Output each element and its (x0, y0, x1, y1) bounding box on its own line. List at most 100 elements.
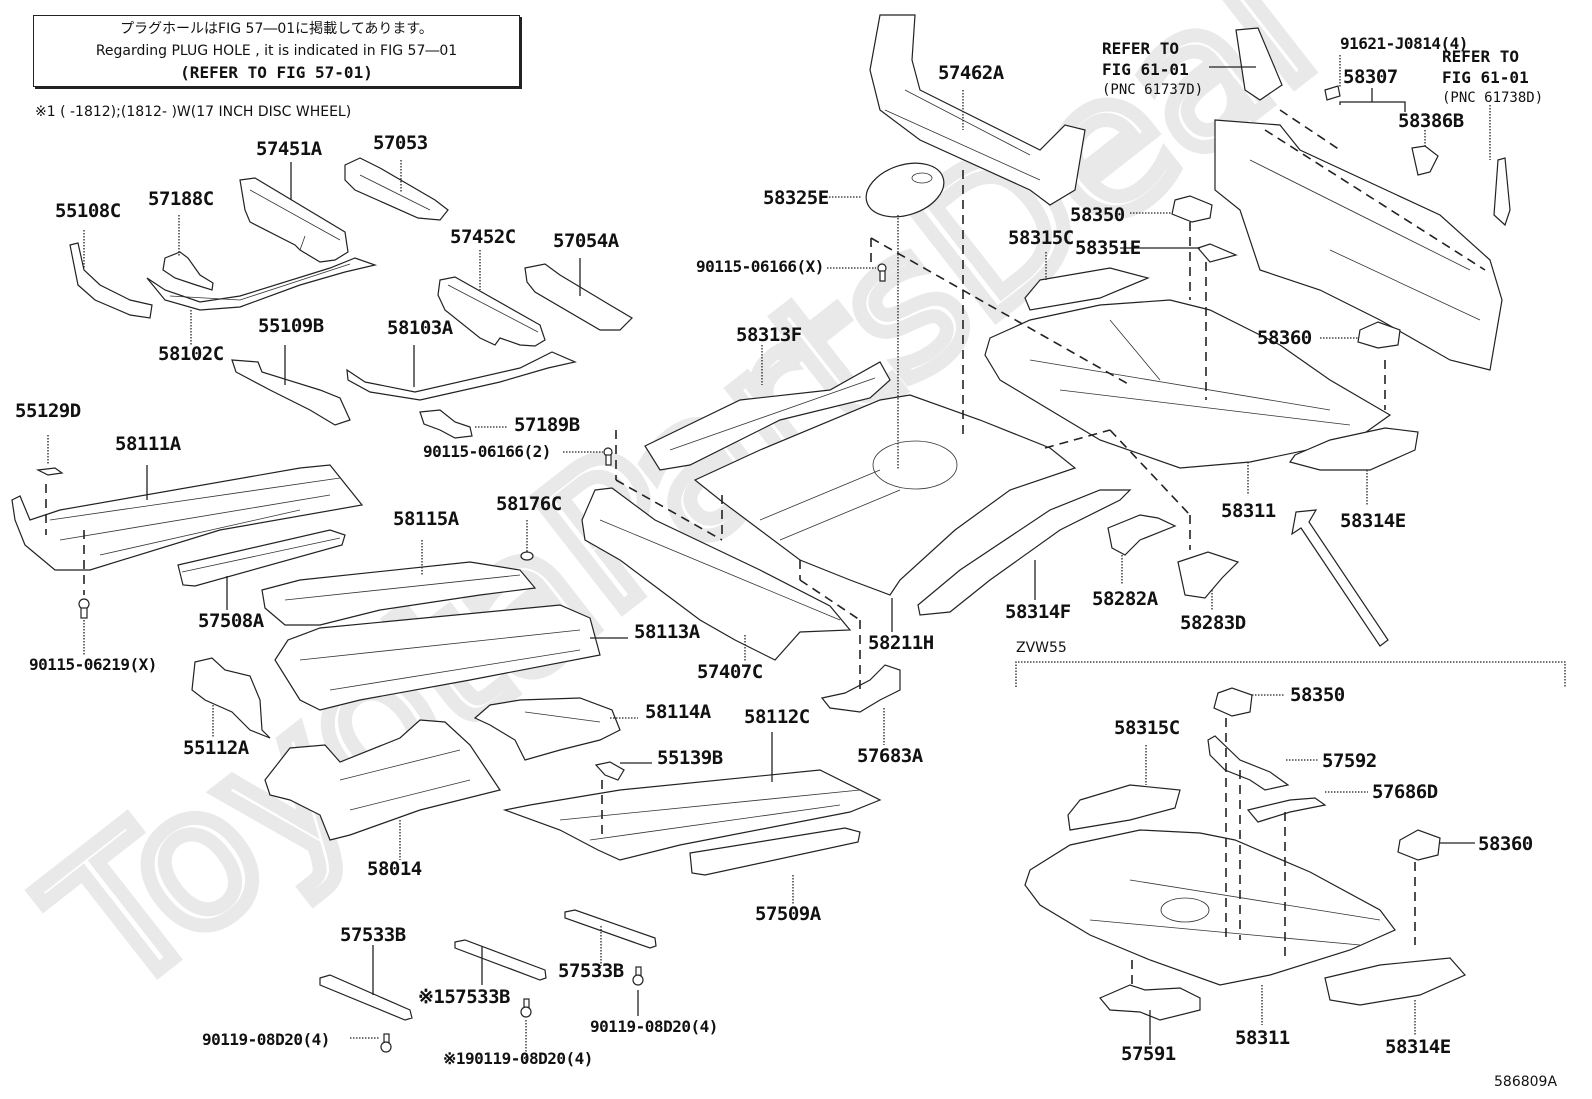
pnc-label[interactable]: 57188C (148, 188, 214, 210)
part-58315C-shape[interactable] (1024, 267, 1150, 311)
part-58325E-shape[interactable] (859, 154, 951, 226)
pnc-label[interactable]: 58282A (1092, 588, 1158, 610)
part-58307-shape[interactable] (1214, 119, 1503, 371)
pnc-label[interactable]: 58311 (1221, 500, 1276, 522)
zvw55-part-57686D-shape[interactable] (1246, 797, 1327, 823)
refer-note-left[interactable]: REFER TO FIG 61-01 (PNC 61737D) (1102, 38, 1203, 101)
pnc-label[interactable]: 57533B (558, 960, 624, 982)
part-58311-shape[interactable] (984, 299, 1392, 469)
pnc-label[interactable]: ※190119-08D20(4) (443, 1049, 593, 1068)
pnc-label[interactable]: 58314F (1005, 601, 1071, 623)
pnc-label[interactable]: 58111A (115, 433, 181, 455)
pnc-label[interactable]: 58112C (744, 706, 810, 728)
part-57462A-shape[interactable] (869, 14, 1086, 206)
part-57533B-strip-left[interactable] (319, 974, 413, 1021)
part-55108C-shape[interactable] (69, 242, 153, 319)
part-57189B-shape[interactable] (419, 409, 473, 439)
pnc-label[interactable]: 57683A (857, 745, 923, 767)
pnc-label[interactable]: 55112A (183, 737, 249, 759)
part-57509A-shape[interactable] (689, 827, 861, 876)
pnc-label[interactable]: 55109B (258, 315, 324, 337)
pnc-label[interactable]: 58350 (1070, 204, 1125, 226)
zvw55-part-58360-shape[interactable] (1397, 829, 1441, 861)
pnc-label[interactable]: 58114A (645, 701, 711, 723)
part-55112A-shape[interactable] (191, 657, 271, 739)
pnc-label[interactable]: 58103A (387, 317, 453, 339)
pnc-label[interactable]: 57508A (198, 610, 264, 632)
part-58176C-shape[interactable] (520, 551, 534, 561)
bolt-90115-06166-2[interactable] (603, 447, 613, 466)
bolt-90119-right[interactable] (632, 966, 644, 986)
part-57407C-shape[interactable] (581, 487, 852, 661)
zvw55-part-58350-shape[interactable] (1213, 687, 1253, 717)
pnc-label[interactable]: 55139B (657, 747, 723, 769)
pnc-label[interactable]: 58315C (1008, 227, 1074, 249)
part-58112C-shape[interactable] (502, 769, 882, 861)
part-58115A-shape[interactable] (261, 561, 537, 626)
pnc-label[interactable]: 90115-06166(2) (423, 442, 551, 461)
part-55129D-shape[interactable] (35, 467, 64, 476)
part-58351E-shape[interactable] (1196, 243, 1238, 263)
part-57533B-strip-right[interactable] (564, 909, 657, 949)
pnc-label[interactable]: 91621-J0814(4) (1340, 34, 1468, 53)
part-57533B-strip-middle[interactable] (454, 939, 547, 981)
part-58350-shape[interactable] (1171, 195, 1213, 223)
pnc-label[interactable]: 90119-08D20(4) (590, 1017, 718, 1036)
bolt-90119-middle[interactable] (520, 998, 532, 1018)
pnc-label[interactable]: 58211H (868, 632, 934, 654)
part-58211H-shape[interactable] (693, 394, 1077, 596)
pnc-label[interactable]: 90119-08D20(4) (202, 1030, 330, 1049)
zvw55-part-57591-shape[interactable] (1099, 984, 1201, 1021)
part-58113A-shape[interactable] (274, 604, 601, 711)
refer-note-right[interactable]: REFER TO FIG 61-01 (PNC 61738D) (1442, 46, 1543, 109)
pnc-label[interactable]: 58386B (1398, 110, 1464, 132)
pnc-label[interactable]: ※157533B (418, 986, 511, 1008)
part-57452C-shape[interactable] (437, 276, 546, 347)
pnc-label[interactable]: 57407C (697, 661, 763, 683)
part-58360-shape[interactable] (1357, 321, 1401, 349)
pnc-label[interactable]: 58102C (158, 343, 224, 365)
pnc-label[interactable]: 57451A (256, 138, 322, 160)
pnc-label[interactable]: 57054A (553, 230, 619, 252)
zvw55-pnc-label[interactable]: 58314E (1385, 1036, 1451, 1058)
pnc-label[interactable]: 58307 (1343, 66, 1398, 88)
zvw55-pnc-label[interactable]: 57592 (1322, 750, 1377, 772)
part-58313F-shape[interactable] (644, 361, 891, 471)
bolt-90119-left[interactable] (380, 1033, 392, 1053)
pnc-label[interactable]: 58325E (763, 187, 829, 209)
part-55139B-shape[interactable] (594, 761, 625, 781)
bolt-90115-06166X[interactable] (877, 263, 887, 282)
part-58283D-shape[interactable] (1177, 551, 1240, 599)
pnc-label[interactable]: 57452C (450, 226, 516, 248)
zvw55-pnc-label[interactable]: 57686D (1372, 781, 1438, 803)
zvw55-part-58315C-shape[interactable] (1067, 784, 1181, 831)
part-58111A-shape[interactable] (11, 464, 364, 571)
part-58114A-shape[interactable] (473, 697, 621, 761)
pnc-label[interactable]: 90115-06166(X) (696, 257, 824, 276)
pnc-label[interactable]: 55108C (55, 200, 121, 222)
zvw55-part-58314E-shape[interactable] (1324, 957, 1466, 1006)
part-58014-shape[interactable] (264, 719, 501, 841)
pnc-label[interactable]: 58351E (1075, 237, 1141, 259)
zvw55-pnc-label[interactable]: 58350 (1290, 684, 1345, 706)
pnc-label[interactable]: 58360 (1257, 327, 1312, 349)
pnc-label[interactable]: 58313F (736, 324, 802, 346)
part-90115-06219-bolt[interactable] (78, 598, 90, 619)
bolt-91621-J0814[interactable] (1324, 85, 1341, 101)
pnc-label[interactable]: 57509A (755, 903, 821, 925)
part-57451A-shape[interactable] (239, 177, 349, 263)
zvw55-pnc-label[interactable]: 57591 (1121, 1043, 1176, 1065)
part-57053-shape[interactable] (344, 157, 449, 221)
zvw55-pnc-label[interactable]: 58311 (1235, 1027, 1290, 1049)
part-58314F-shape[interactable] (917, 489, 1132, 616)
pnc-label[interactable]: 58176C (496, 493, 562, 515)
zvw55-pnc-label[interactable]: 58315C (1114, 717, 1180, 739)
part-57508A-shape[interactable] (177, 529, 346, 587)
part-58282A-shape[interactable] (1107, 514, 1177, 556)
zvw55-part-57592-shape[interactable] (1207, 735, 1290, 791)
part-58314E-shape[interactable] (1289, 427, 1419, 471)
zvw55-part-58311-shape[interactable] (1024, 829, 1396, 986)
pnc-label[interactable]: 58014 (367, 858, 422, 880)
part-57683A-shape[interactable] (820, 664, 901, 713)
part-57054A-shape[interactable] (524, 263, 633, 331)
